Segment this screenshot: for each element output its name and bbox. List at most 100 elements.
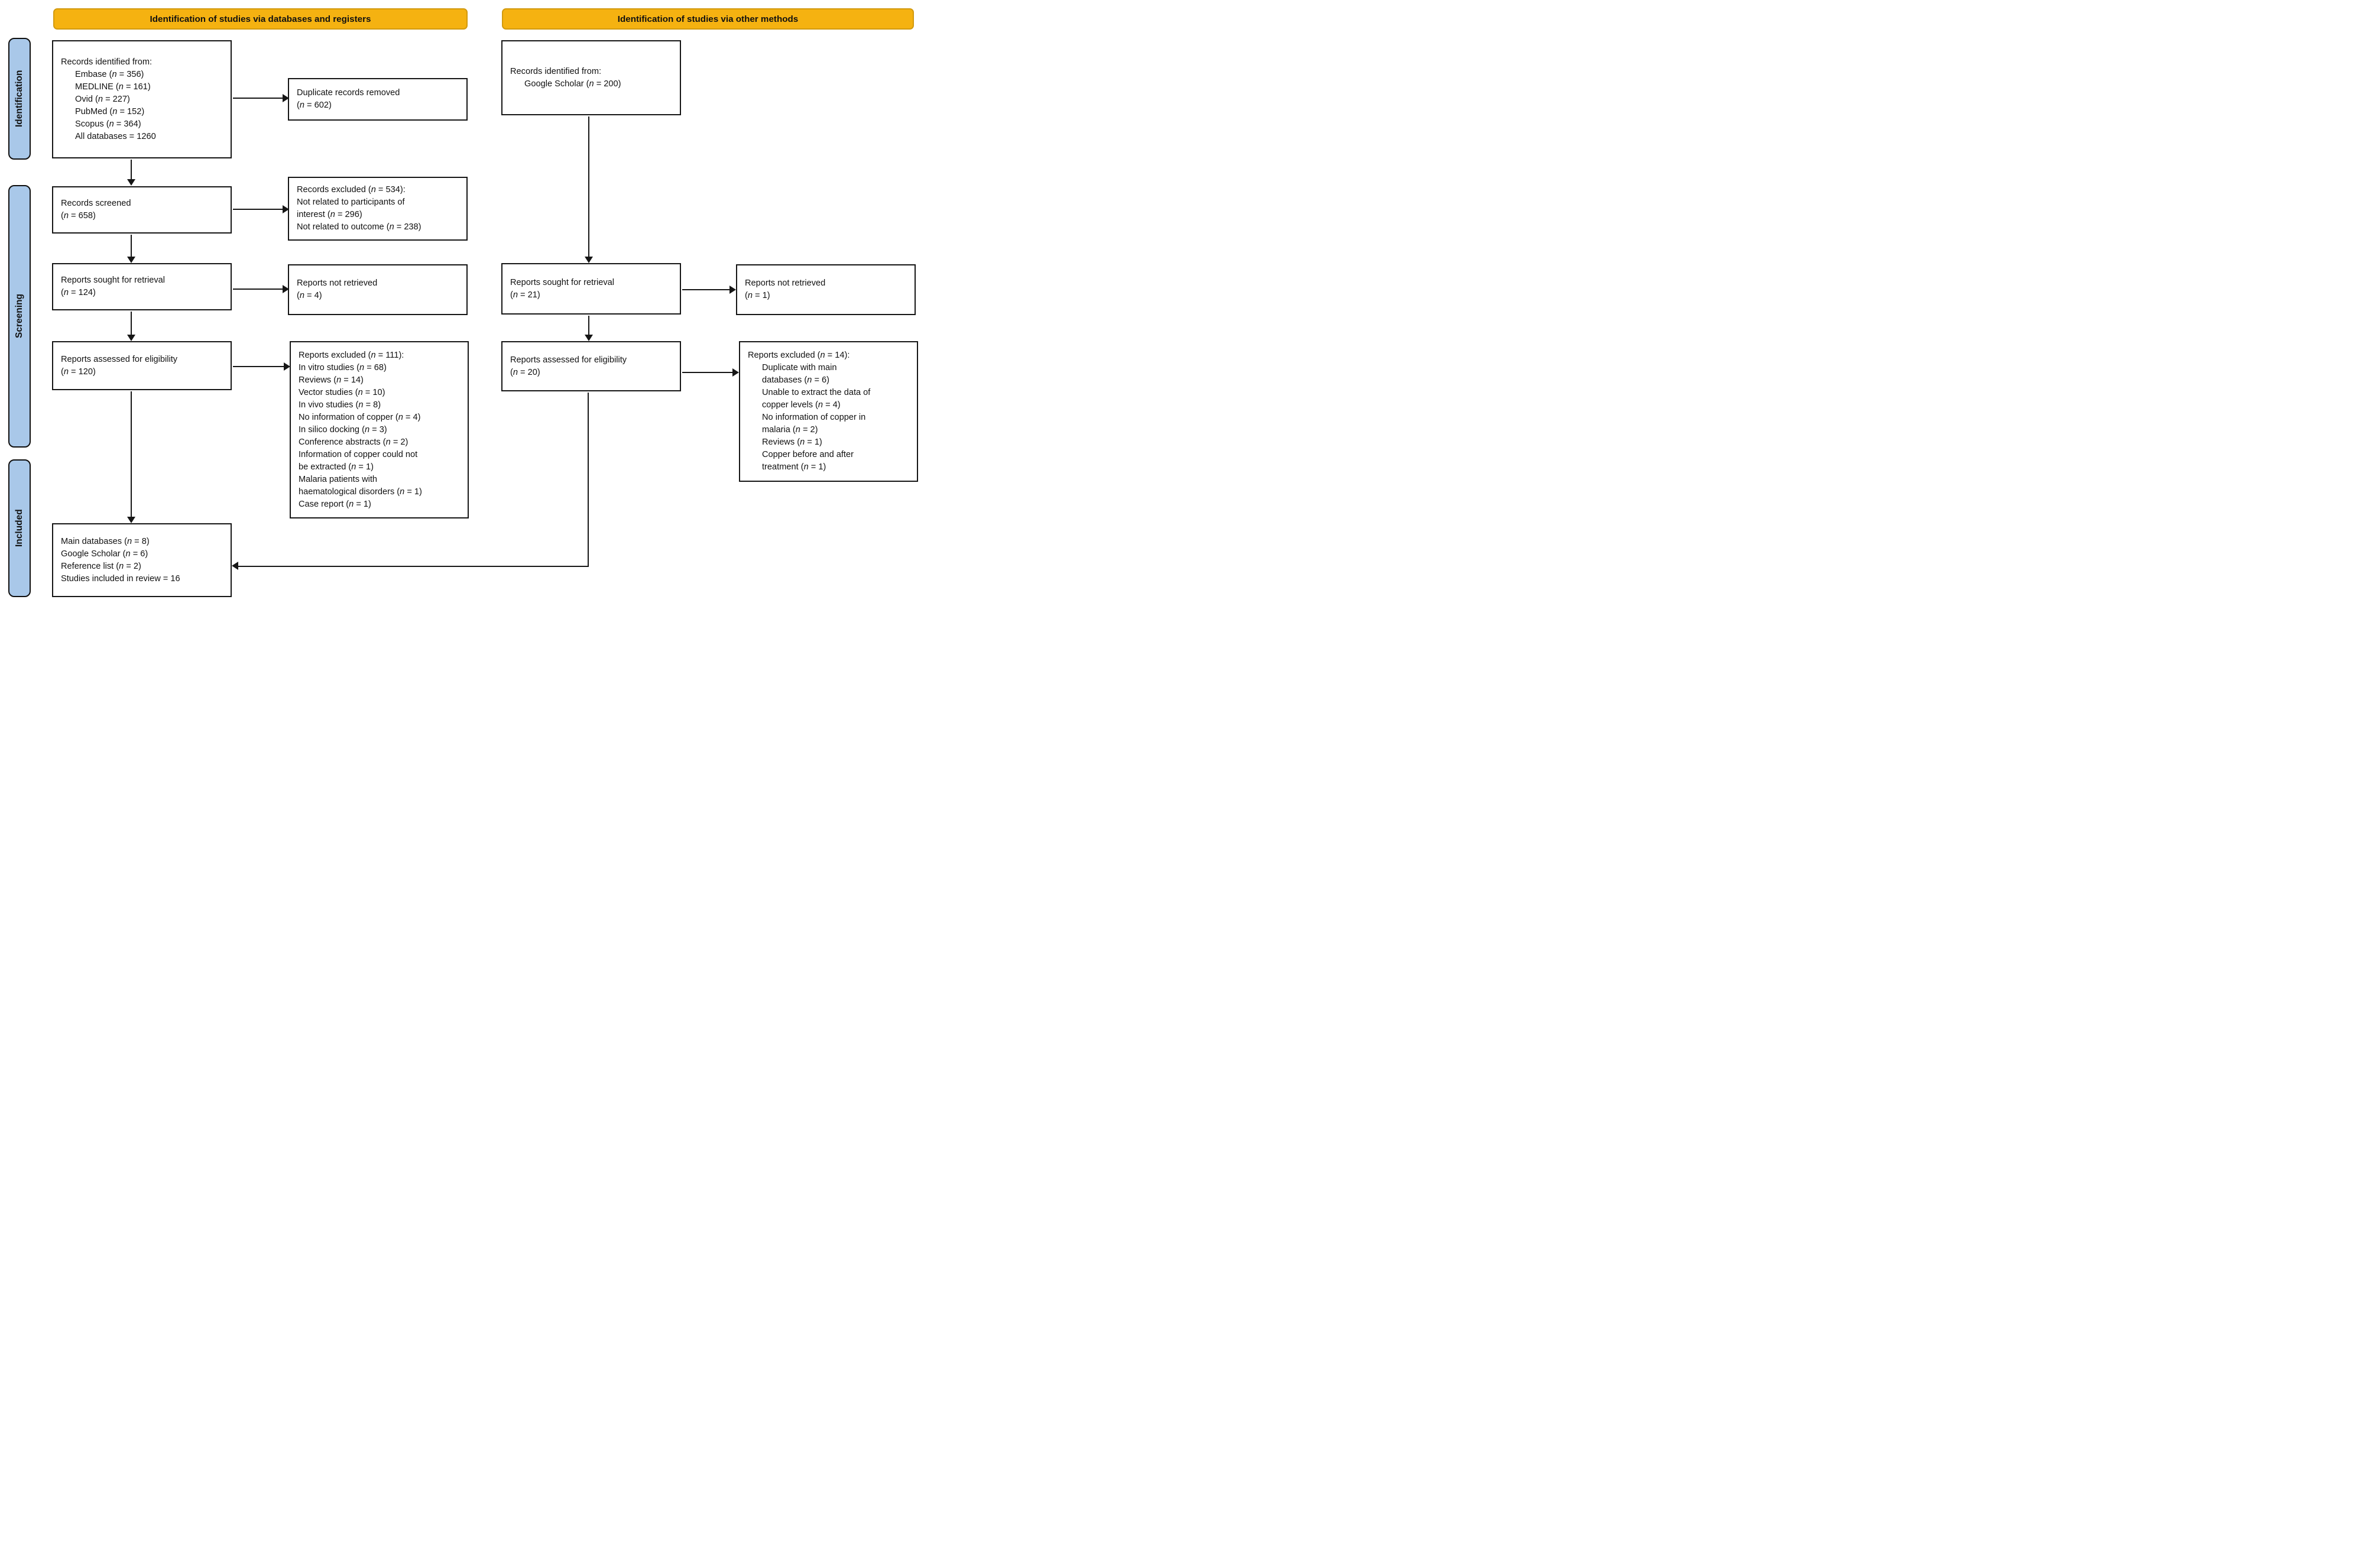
box-text-line: Scopus (n = 364) [75,119,141,129]
box-text-line: Ovid (n = 227) [75,94,130,104]
box-text-line: Duplicate records removed [297,88,400,98]
box-text-line: (n = 20) [510,367,540,377]
box-text-line: haematological disorders (n = 1) [299,487,422,497]
box-records-identified-other: Records identified from: Google Scholar (… [501,40,681,115]
box-text-line: Not related to participants of [297,197,405,207]
box-text-line: No information of copper (n = 4) [299,412,421,422]
box-text-line: (n = 21) [510,290,540,300]
arrow-sought-other-to-notretrieved-line [682,289,729,290]
box-text-line: PubMed (n = 152) [75,106,145,116]
box-text-line: Conference abstracts (n = 2) [299,437,408,447]
box-text-line: Google Scholar (n = 200) [524,79,621,89]
arrow-sought-to-notretrieved-line [233,289,283,290]
box-text-line: Google Scholar (n = 6) [61,549,148,559]
box-text-line: Malaria patients with [299,474,378,484]
box-text-line: Information of copper could not [299,449,418,459]
arrow-sought-other-to-assessed-head [585,335,593,341]
box-text-line: Embase (n = 356) [75,69,144,79]
arrow-screened-to-sought-line [131,235,132,257]
arrow-sought-to-notretrieved-head [283,285,289,293]
box-reports-assessed-other: Reports assessed for eligibility (n = 20) [501,341,681,391]
box-text-line: Records identified from: [61,57,153,67]
arrow-sought-other-to-notretrieved-head [729,286,736,294]
banner-databases-registers: Identification of studies via databases … [53,8,468,30]
arrow-screened-to-excluded-head [283,205,289,213]
box-text-line: (n = 658) [61,211,96,221]
box-text-line: databases (n = 6) [762,375,829,385]
box-text-line: Records screened [61,199,131,208]
phase-label-identification: Identification [8,38,31,160]
box-studies-included: Main databases (n = 8) Google Scholar (n … [52,523,232,597]
box-text-line: be extracted (n = 1) [299,462,374,472]
box-text-line: interest (n = 296) [297,210,362,219]
phase-label-included: Included [8,459,31,597]
box-text-line: Case report (n = 1) [299,499,371,509]
box-text-line: Records excluded (n = 534): [297,185,406,195]
box-text-line: (n = 4) [297,291,322,300]
box-text-line: Unable to extract the data of [762,388,871,397]
arrow-sought-to-assessed-head [127,335,135,341]
connector-assessed-other-down-line [588,393,589,567]
box-text-line: MEDLINE (n = 161) [75,82,151,92]
box-text-line: Studies included in review = 16 [61,573,180,584]
prisma-flow-diagram: Identification of studies via databases … [0,0,927,607]
arrow-assessed-other-to-excluded-line [682,372,732,373]
arrow-screened-to-sought-head [127,257,135,263]
box-reports-not-retrieved-other: Reports not retrieved (n = 1) [736,264,916,315]
arrow-gs-to-sought-line [588,116,589,257]
box-text-line: Reviews (n = 14) [299,375,364,385]
box-duplicate-records-removed: Duplicate records removed (n = 602) [288,78,468,121]
box-reports-excluded-other: Reports excluded (n = 14): Duplicate with… [739,341,918,482]
box-text-line: In vivo studies (n = 8) [299,400,381,410]
box-records-identified-databases: Records identified from: Embase (n = 356)… [52,40,232,158]
banner-other-methods: Identification of studies via other meth… [502,8,914,30]
box-text-line: Main databases (n = 8) [61,536,150,546]
box-reports-excluded-databases: Reports excluded (n = 111): In vitro stud… [290,341,469,518]
box-text-line: (n = 124) [61,288,96,297]
arrow-identified-to-duplicates-head [283,94,289,102]
box-text-line: malaria (n = 2) [762,425,818,435]
box-text-line: Not related to outcome (n = 238) [297,222,421,232]
box-text-line: Reference list (n = 2) [61,561,141,571]
arrow-gs-to-sought-head [585,257,593,263]
box-text-line: (n = 602) [297,101,332,110]
arrow-identified-to-screened-line [131,160,132,179]
arrow-assessed-to-excluded-line [233,366,284,367]
box-text-line: Vector studies (n = 10) [299,387,385,397]
box-text-line: Duplicate with main [762,363,837,372]
box-reports-assessed-databases: Reports assessed for eligibility (n = 120… [52,341,232,390]
box-text-line: Records identified from: [510,66,602,76]
box-text-line: Reports not retrieved [297,278,378,288]
box-text-line: Reports sought for retrieval [61,276,166,285]
box-text-line: Reports assessed for eligibility [61,354,178,364]
arrow-identified-to-screened-head [127,179,135,186]
box-text-line: Reports assessed for eligibility [510,355,627,365]
box-text-line: (n = 120) [61,367,96,377]
box-reports-not-retrieved-databases: Reports not retrieved (n = 4) [288,264,468,315]
arrow-sought-to-assessed-line [131,312,132,335]
arrow-assessed-to-included-head [127,517,135,523]
arrow-identified-to-duplicates-line [233,98,283,99]
box-text-line: In vitro studies (n = 68) [299,362,387,372]
box-text-line: (n = 1) [745,291,770,300]
box-text-line: Reports excluded (n = 111): [299,350,404,360]
connector-assessed-other-left-line [238,566,588,567]
box-text-line: Reports not retrieved [745,278,826,288]
box-text-line: In silico docking (n = 3) [299,424,387,435]
box-text-line: All databases = 1260 [75,131,156,141]
arrow-sought-other-to-assessed-line [588,316,589,335]
phase-label-screening: Screening [8,185,31,448]
box-reports-sought-databases: Reports sought for retrieval (n = 124) [52,263,232,310]
connector-assessed-other-head [232,562,238,570]
arrow-assessed-to-included-line [131,391,132,517]
box-text-line: copper levels (n = 4) [762,400,841,410]
box-text-line: treatment (n = 1) [762,462,826,472]
box-reports-sought-other: Reports sought for retrieval (n = 21) [501,263,681,315]
box-records-excluded: Records excluded (n = 534): Not related t… [288,177,468,241]
box-text-line: Reports sought for retrieval [510,277,615,287]
box-records-screened: Records screened (n = 658) [52,186,232,234]
box-text-line: Reviews (n = 1) [762,437,822,447]
box-text-line: Reports excluded (n = 14): [748,351,850,360]
box-text-line: No information of copper in [762,413,866,422]
arrow-screened-to-excluded-line [233,209,283,210]
